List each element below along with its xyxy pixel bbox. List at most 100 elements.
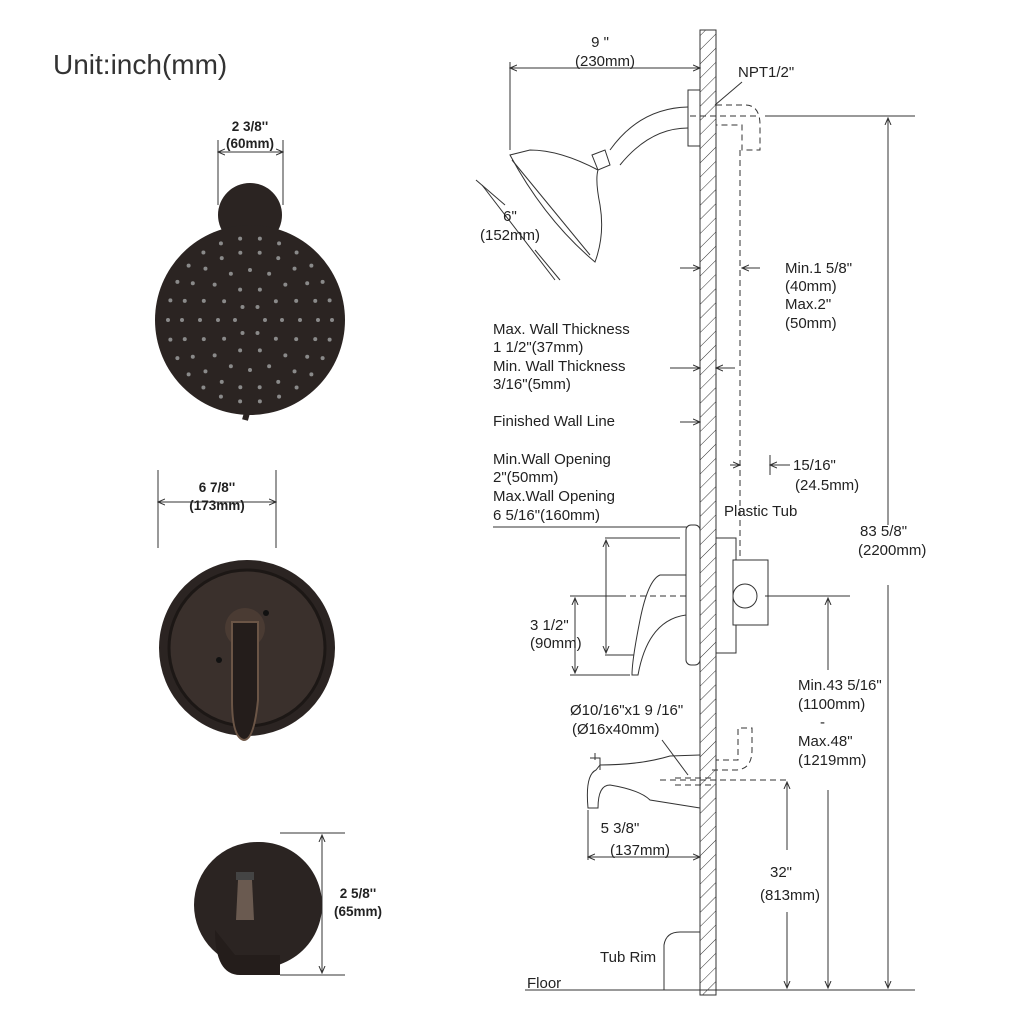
nozzle-dot (186, 263, 191, 268)
nozzle-dot (320, 279, 325, 284)
nozzle-dot (168, 337, 173, 342)
spout-reach-in: 5 3/8" (601, 820, 640, 837)
nozzle-dot (233, 318, 237, 322)
nozzle-dot (267, 271, 272, 276)
arm-reach-mm: (230mm) (575, 53, 635, 70)
nozzle-dot (198, 318, 202, 322)
head-diameter-mm: (152mm) (480, 227, 540, 244)
nozzle-dot (238, 348, 243, 353)
valve-height-min: Min.43 5/16" (798, 677, 882, 694)
nozzle-dot (263, 318, 267, 322)
nozzle-dot (257, 250, 262, 255)
nozzle-dot (277, 394, 282, 399)
trim-width-mm: (173mm) (189, 498, 245, 513)
nozzle-dot (305, 281, 310, 286)
valve-trim-front-view: 6 7/8'' (173mm) (158, 470, 335, 742)
nozzle-dot (182, 298, 187, 303)
nozzle-dot (180, 318, 184, 322)
nozzle-dot (182, 337, 187, 342)
nozzle-dot (201, 298, 206, 303)
nozzle-dot (218, 394, 223, 399)
unit-label: Unit:inch(mm) (53, 49, 227, 80)
nozzle-dot (320, 356, 325, 361)
nozzle-dot (294, 298, 299, 303)
head-width-in: 2 3/8'' (232, 119, 268, 134)
spout-height-mm: (65mm) (334, 904, 382, 919)
wall-note: 2"(50mm) (493, 469, 558, 486)
nozzle-dot (305, 354, 310, 359)
nozzle-dot (238, 287, 243, 292)
head-diameter-in: 6" (503, 208, 517, 225)
wall-note: 3/16"(5mm) (493, 376, 571, 393)
nozzle-dot (277, 241, 282, 246)
wall-note: Min. Wall Thickness (493, 358, 626, 375)
wall-note: Max.Wall Opening (493, 488, 615, 505)
nozzle-dot (294, 337, 299, 342)
nozzle-dot (294, 250, 299, 255)
valve-height-min-mm: (1100mm) (798, 696, 865, 713)
nozzle-dot (330, 318, 334, 322)
total-height-mm: (2200mm) (858, 542, 926, 559)
nozzle-dot (201, 337, 206, 342)
spout-pipe-mm: (Ø16x40mm) (572, 721, 660, 738)
nozzle-dot (257, 348, 262, 353)
nozzle-dot (212, 282, 217, 287)
wall-note: 6 5/16"(160mm) (493, 507, 600, 524)
nozzle-dot (175, 279, 180, 284)
inlet-max: Max.2" (785, 296, 831, 313)
wall-note: 1 1/2"(37mm) (493, 339, 583, 356)
nozzle-dot (238, 250, 243, 255)
nozzle-dot (240, 305, 245, 310)
nozzle-dot (280, 318, 284, 322)
valve-height-separator: - (820, 714, 825, 731)
nozzle-dot (276, 256, 281, 261)
nozzle-dot (283, 282, 288, 287)
handle-offset-mm: (90mm) (530, 635, 582, 652)
spout-reach-mm: (137mm) (610, 842, 670, 859)
nozzle-dot (309, 372, 314, 377)
nozzle-dot (168, 298, 173, 303)
spout-pipe-in: Ø10/16"x1 9 /16" (570, 702, 683, 719)
nozzle-dot (219, 256, 224, 261)
nozzle-dot (327, 298, 332, 303)
nozzle-dot (292, 266, 297, 271)
spout-height-in: 32" (770, 864, 792, 881)
floor-label: Floor (527, 975, 561, 992)
nozzle-dot (313, 337, 318, 342)
nozzle-dot (273, 299, 278, 304)
nozzle-dot (313, 298, 318, 303)
nozzle-dot (218, 241, 223, 246)
nozzle-dot (327, 337, 332, 342)
nozzle-dot (201, 250, 206, 255)
nozzle-dot (238, 385, 243, 390)
nozzle-dot (257, 385, 262, 390)
spout-height-in: 2 5/8'' (340, 886, 376, 901)
nozzle-dot (238, 236, 243, 241)
nozzle-dot (203, 266, 208, 271)
nozzle-dot (257, 399, 262, 404)
nozzle-dot (240, 330, 245, 335)
nozzle-dot (222, 336, 227, 341)
nozzle-dot (201, 385, 206, 390)
inlet-max-mm: (50mm) (785, 315, 837, 332)
nozzle-dot (166, 318, 170, 322)
arm-reach-in: 9 " (591, 34, 609, 51)
nozzle-dot (316, 318, 320, 322)
nozzle-dot (257, 236, 262, 241)
nozzle-dot (216, 318, 220, 322)
nozzle-dot (276, 379, 281, 384)
spout-front-view: 2 5/8'' (65mm) (194, 832, 382, 976)
nozzle-dot (212, 353, 217, 358)
tub-rim-label: Tub Rim (600, 949, 656, 966)
nozzle-dot (222, 299, 227, 304)
nozzle-dot (257, 287, 262, 292)
nozzle-dot (294, 385, 299, 390)
finished-wall (699, 29, 717, 996)
nozzle-dot (203, 369, 208, 374)
nozzle-dot (190, 354, 195, 359)
nozzle-dot (283, 353, 288, 358)
side-view: 9 " (230mm) NPT1/2" 6" (152mm) Min.1 5/8… (475, 29, 926, 996)
nozzle-dot (175, 356, 180, 361)
